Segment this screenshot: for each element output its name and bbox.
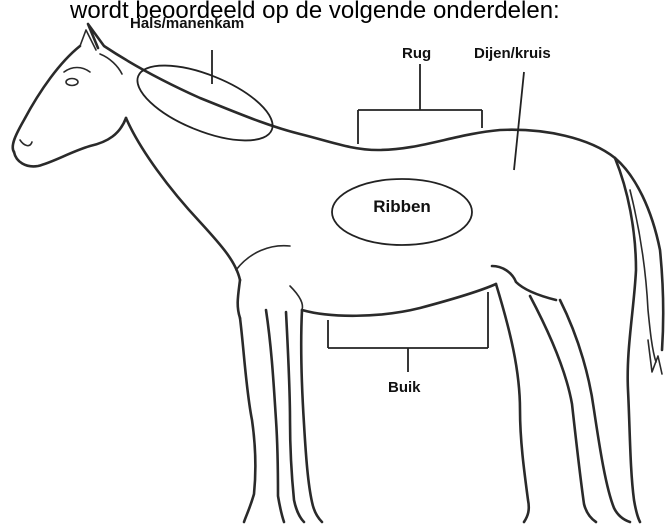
hindquarters-leader-line	[514, 72, 524, 170]
horse-illustration	[13, 24, 664, 522]
label-ribs: Ribben	[373, 197, 431, 216]
neck-crest-ellipse	[128, 50, 282, 156]
label-back: Rug	[402, 45, 431, 62]
label-hindquarters: Dijen/kruis	[474, 45, 551, 62]
belly-bracket	[328, 292, 488, 372]
back-bracket	[358, 64, 482, 144]
label-neck-crest: Hals/manenkam	[130, 15, 244, 32]
label-belly: Buik	[388, 379, 421, 396]
